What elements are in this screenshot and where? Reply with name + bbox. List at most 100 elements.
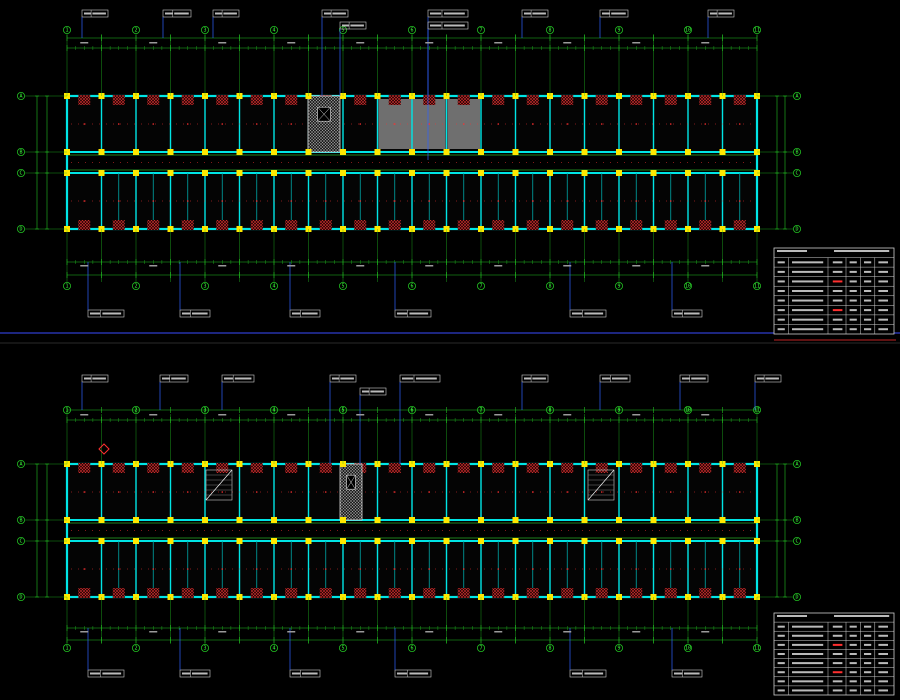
room-mark: [324, 568, 327, 570]
structural-column: [202, 170, 208, 176]
room-mark: [566, 123, 569, 125]
axis-bubble-bottom-label: 3: [203, 646, 206, 652]
table-cell-text: [777, 318, 785, 321]
window-hatch: [561, 463, 574, 473]
axis-bubble-bottom-label: 10: [685, 284, 691, 290]
dimension-text-bar: [632, 414, 641, 416]
window-hatch: [699, 220, 712, 230]
axis-bubble-bottom-circle: [269, 281, 278, 290]
table-cell-text: [864, 328, 872, 331]
window-hatch: [78, 588, 91, 598]
dimension-text-bar: [632, 631, 641, 633]
dimension-text-bar: [218, 42, 227, 44]
axis-bubble-bottom-circle: [131, 644, 140, 653]
axis-bubble-left-label: A: [19, 462, 22, 468]
table-cell-text: [832, 643, 843, 646]
room-mark: [600, 568, 603, 570]
table-cell-text: [864, 643, 872, 646]
window-hatch: [250, 463, 263, 473]
table-cell-text: [878, 689, 888, 692]
table-title-bar: [777, 250, 807, 252]
table-cell-text: [878, 270, 888, 273]
window-hatch: [630, 220, 643, 230]
dimension-text-bar: [494, 631, 503, 633]
axis-bubble-bottom-label: 7: [479, 646, 482, 652]
table-cell-text: [878, 261, 888, 264]
structural-column: [650, 149, 657, 155]
table-cell-text: [792, 299, 824, 302]
axis-bubble-top-circle: [546, 25, 555, 34]
leader-tag-text-bar: [765, 377, 779, 380]
axis-bubble-left-circle: [16, 147, 25, 156]
table-cell-text: [792, 653, 824, 655]
dimension-text-bar: [494, 265, 503, 267]
structural-column: [374, 538, 381, 544]
dimension-text-bar: [494, 42, 503, 44]
axis-bubble-bottom-circle: [338, 281, 347, 290]
leader-tag-text-bar: [362, 390, 370, 393]
table-cell-text: [864, 671, 872, 674]
axis-bubble-bottom-circle: [200, 644, 209, 653]
axis-bubble-right-circle: [793, 537, 802, 546]
leader-tag-text-bar: [444, 12, 465, 15]
leader-tag-text-bar: [92, 377, 106, 380]
room-mark: [117, 491, 120, 493]
window-hatch: [112, 463, 125, 473]
table-cell-text: [832, 328, 843, 331]
axis-bubble-bottom-label: 8: [548, 284, 551, 290]
axis-bubble-right-circle: [793, 459, 802, 468]
axis-bubble-top-circle: [269, 405, 278, 414]
table-cell-text: [832, 634, 843, 637]
room-mark: [566, 200, 569, 202]
leader-tag-text-bar: [602, 377, 611, 380]
structural-column: [271, 517, 277, 523]
dimension-text-bar: [149, 42, 158, 44]
table-cell-text: [832, 280, 843, 283]
structural-column: [133, 149, 139, 155]
window-hatch: [457, 220, 470, 230]
axis-bubble-top-circle: [200, 405, 209, 414]
dimension-text-bar: [563, 414, 572, 416]
dimension-text-bar: [356, 42, 365, 44]
axis-bubble-bottom-circle: [684, 281, 693, 290]
leader-tag-box: [679, 374, 709, 383]
room-mark: [669, 200, 672, 202]
table-cell-text: [777, 270, 785, 273]
window-hatch: [423, 220, 436, 230]
table-cell-text: [878, 634, 888, 637]
window-hatch: [112, 588, 125, 598]
structural-column: [305, 538, 312, 544]
axis-bubble-left-circle: [16, 168, 25, 177]
table-cell-text: [792, 643, 824, 646]
table-cell-text: [849, 689, 857, 692]
axis-bubble-top-circle: [615, 405, 624, 414]
room-mark: [738, 491, 741, 493]
structural-column: [409, 517, 415, 523]
table-cell-text: [849, 270, 857, 273]
leader-tag-text-bar: [584, 672, 604, 675]
structural-column: [305, 149, 312, 155]
table-cell-text: [792, 318, 824, 321]
window-hatch: [561, 220, 574, 230]
leader-tag-text-bar: [324, 12, 332, 15]
leader-tag-box: [81, 9, 109, 18]
axis-bubble-bottom-label: 3: [203, 284, 206, 290]
leader-tag-text-bar: [444, 24, 465, 27]
axis-bubble-top-circle: [476, 25, 485, 34]
axis-bubble-top-circle: [684, 405, 693, 414]
axis-bubble-top-circle: [63, 25, 72, 34]
leader-tag-text-bar: [691, 377, 706, 380]
leader-tag-text-bar: [757, 377, 765, 380]
leader-tag-text-bar: [340, 377, 354, 380]
axis-bubble-bottom-label: 11: [754, 284, 760, 290]
axis-bubble-left-label: C: [19, 539, 22, 545]
window-hatch: [423, 463, 436, 473]
axis-bubble-left-circle: [16, 537, 25, 546]
axis-bubble-left-label: C: [19, 171, 22, 177]
room-mark: [462, 491, 465, 493]
leader-tag-box: [289, 669, 321, 678]
axis-bubble-top-label: 3: [203, 28, 206, 34]
window-hatch: [181, 95, 194, 105]
